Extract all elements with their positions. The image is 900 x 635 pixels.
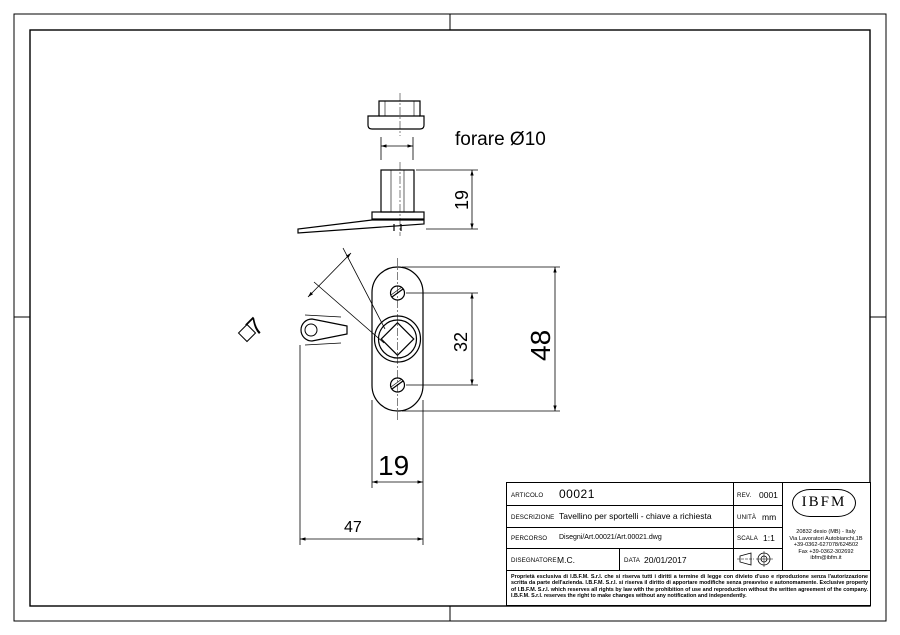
legal-notes: Proprietà esclusiva di I.B.F.M. S.r.l. c…	[511, 574, 868, 600]
hole-dimension	[380, 137, 414, 160]
length-dimension-47	[299, 345, 424, 545]
dim-thickness-label: 19	[452, 190, 472, 210]
articolo-label: ARTICOLO	[511, 492, 544, 499]
hole-note: forare Ø10	[455, 129, 546, 150]
sheet-frame	[13, 13, 887, 622]
square-dimension-7	[237, 247, 386, 344]
address-line: Fax +39-0362-302692	[798, 548, 854, 555]
front-view-lock	[300, 258, 424, 420]
dim-hole-spacing-label: 32	[451, 332, 471, 352]
height-dimension-19	[416, 169, 478, 230]
side-view-lock	[297, 162, 425, 236]
data-value: 20/01/2017	[644, 555, 687, 565]
knob-cap-view	[367, 93, 425, 136]
descrizione-value: Tavellino per sportelli - chiave a richi…	[559, 511, 712, 521]
address-line: +39-0362-627078/624502	[793, 542, 859, 549]
rev-label: REV.	[737, 492, 752, 499]
address-line: 20832 desio (MB) - Italy	[796, 529, 856, 535]
scala-label: SCALA	[737, 535, 758, 542]
disegnatore-label: DISEGNATORE	[511, 557, 557, 564]
unita-label: UNITÀ	[737, 514, 757, 521]
dim-length-label: 47	[344, 519, 362, 536]
disegnatore-value: M.C.	[557, 555, 575, 565]
descrizione-label: DESCRIZIONE	[511, 514, 555, 521]
unita-value: mm	[762, 512, 777, 522]
percorso-label: PERCORSO	[511, 535, 548, 542]
dim-width-label: 19	[378, 450, 409, 481]
company-logo: IBFM	[792, 489, 856, 517]
spacing-dimension-32	[406, 292, 478, 386]
dim-square-label: 7	[241, 313, 270, 342]
company-address: 20832 desio (MB) - Italy Via Lavoratori …	[781, 529, 871, 562]
articolo-value: 00021	[559, 487, 595, 501]
width-dimension-19	[371, 400, 424, 488]
percorso-value: Disegni/Art.00021/Art.00021.dwg	[559, 534, 662, 541]
address-line: Via Lavoratori Autobianchi,1B	[789, 535, 863, 542]
rev-value: 0001	[759, 490, 778, 500]
address-line: ibfm@ibfm.it	[810, 555, 842, 562]
data-label: DATA	[624, 557, 640, 564]
title-block: ARTICOLO 00021 REV. 0001 DESCRIZIONE Tav…	[506, 482, 871, 606]
height-dimension-48	[402, 266, 560, 412]
projection-symbol-icon	[737, 551, 773, 567]
dim-height-total-label: 48	[525, 330, 556, 361]
scala-value: 1:1	[763, 533, 775, 543]
